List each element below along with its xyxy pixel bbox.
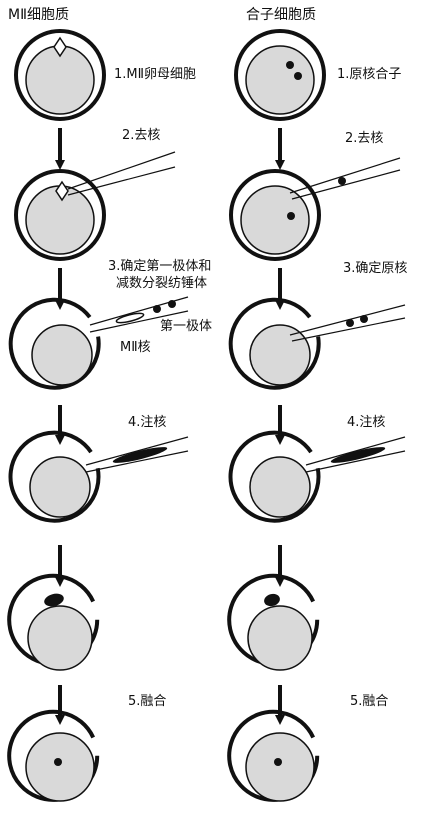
left-header: MⅡ细胞质 [8, 7, 69, 23]
left-step-2-label: 2.去核 [122, 128, 161, 143]
mii-nucleus-label: MⅡ核 [120, 340, 151, 355]
right-pipette-4 [305, 436, 406, 473]
left-cell-2 [14, 169, 106, 261]
left-step-3-label-line2: 减数分裂纺锤体 [116, 276, 208, 291]
left-cell-4 [8, 430, 101, 523]
left-step-3-label-line1: 3.确定第一极体和 [108, 259, 212, 274]
left-pipette-2 [67, 151, 176, 196]
right-header: 合子细胞质 [246, 7, 316, 23]
right-cell-4 [228, 430, 321, 523]
right-cell-2 [229, 169, 321, 261]
right-step-5-label: 5.融合 [350, 694, 389, 709]
polar-body-label: 第一极体 [160, 319, 213, 334]
right-cell-5 [227, 573, 320, 671]
right-step-3-label: 3.确定原核 [343, 261, 408, 276]
right-cell-6 [227, 709, 320, 802]
left-cell-6 [7, 709, 100, 802]
left-step-5-label: 5.融合 [128, 694, 167, 709]
right-cell-1 [234, 29, 326, 121]
left-step-1-label: 1.MⅡ卵母细胞 [114, 67, 197, 82]
left-cell-5 [7, 573, 100, 671]
left-step-4-label: 4.注核 [128, 415, 167, 430]
left-pipette-3 [89, 296, 189, 333]
left-cell-3 [8, 297, 101, 390]
right-step-1-label: 1.原核合子 [337, 67, 402, 82]
right-cell-3 [228, 297, 321, 390]
right-pipette-3 [289, 304, 406, 342]
left-pipette-4 [85, 436, 189, 473]
right-step-2-label: 2.去核 [345, 131, 384, 146]
left-cell-1 [14, 29, 106, 121]
right-step-4-label: 4.注核 [347, 415, 386, 430]
right-pipette-2 [289, 157, 401, 200]
